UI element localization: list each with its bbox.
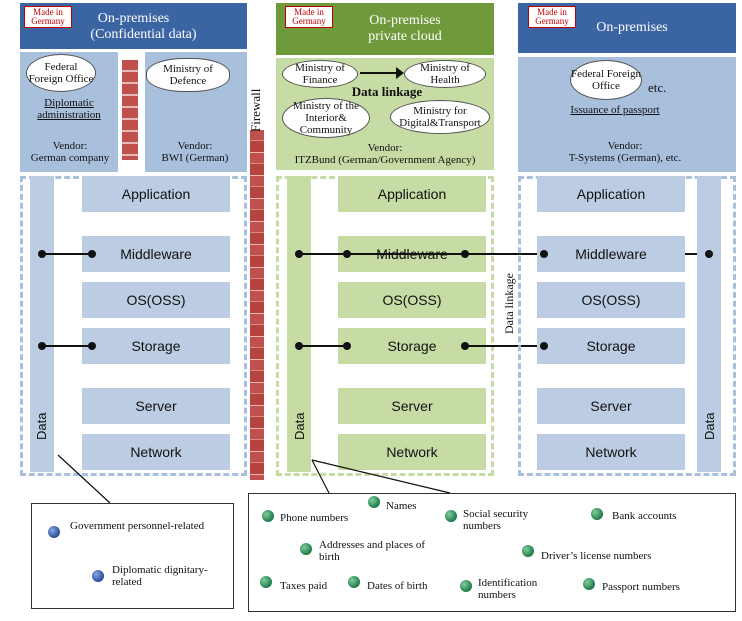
left-storage-link bbox=[42, 345, 92, 347]
legend-phone-numbers: Phone numbers bbox=[280, 512, 349, 524]
legend-social-security: Social security numbers bbox=[463, 508, 529, 532]
legend-taxes-paid: Taxes paid bbox=[280, 580, 328, 592]
left-middleware-dot-b bbox=[88, 250, 96, 258]
left-divider-wall bbox=[122, 60, 138, 160]
legend-addresses: Addresses and places of birth bbox=[319, 539, 425, 563]
right-layer-network: Network bbox=[537, 434, 685, 470]
vendor-tsystems-name: T-Systems (German), etc. bbox=[568, 152, 682, 164]
made-in-germany-tag-left: Made in Germany bbox=[24, 6, 72, 28]
ministry-of-health-oval: Ministry of Health bbox=[404, 60, 486, 88]
right-layer-middleware: Middleware bbox=[537, 236, 685, 272]
middle-layer-network: Network bbox=[338, 434, 486, 470]
legend-names: Names bbox=[386, 500, 417, 512]
legend-dates-of-birth: Dates of birth bbox=[367, 580, 428, 592]
right-layer-server: Server bbox=[537, 388, 685, 424]
vendor-tsystems-title: Vendor: bbox=[607, 140, 643, 152]
legend-ball-names bbox=[368, 496, 380, 508]
legend-diplomatic-dignitary: Diplomatic dignitary-related bbox=[112, 564, 208, 588]
left-layer-middleware: Middleware bbox=[82, 236, 230, 272]
middle-title-1: On-premises bbox=[369, 13, 441, 28]
vendor-left-name: German company bbox=[30, 152, 110, 164]
left-middleware-link bbox=[42, 253, 92, 255]
left-title-1: On-premises bbox=[97, 11, 170, 26]
right-federal-foreign-office-oval: Federal Foreign Office bbox=[570, 60, 642, 100]
cross-storage-link bbox=[465, 345, 545, 347]
left-layer-network: Network bbox=[82, 434, 230, 470]
ministry-of-interior-oval: Ministry of the Interior& Community bbox=[282, 98, 370, 138]
ministry-of-defence-oval: Ministry of Defence bbox=[146, 58, 230, 92]
legend-left-ball-2 bbox=[92, 570, 104, 582]
right-layer-application: Application bbox=[537, 176, 685, 212]
vendor-itzbund-label: Vendor: ITZBund (German/Government Agenc… bbox=[276, 142, 494, 166]
made-in-germany-tag-right: Made in Germany bbox=[528, 6, 576, 28]
right-middleware-dot-b bbox=[705, 250, 713, 258]
firewall-wall bbox=[250, 130, 264, 480]
vendor-itzbund-title: Vendor: bbox=[367, 142, 403, 154]
vendor-bwi-name: BWI (German) bbox=[161, 152, 229, 164]
right-layer-os: OS(OSS) bbox=[537, 282, 685, 318]
right-layer-storage: Storage bbox=[537, 328, 685, 364]
legend-ball-passport bbox=[583, 578, 595, 590]
federal-foreign-office-oval: Federal Foreign Office bbox=[26, 54, 96, 92]
made-in-germany-tag-middle: Made in Germany bbox=[285, 6, 333, 28]
vendor-itzbund-name: ITZBund (German/Government Agency) bbox=[294, 154, 476, 166]
vendor-bwi-title: Vendor: bbox=[177, 140, 213, 152]
vendor-tsystems-label: Vendor: T-Systems (German), etc. bbox=[530, 140, 720, 164]
middle-storage-dot-a bbox=[295, 342, 303, 350]
middle-layer-server: Server bbox=[338, 388, 486, 424]
arrow-head-icon bbox=[396, 67, 404, 79]
data-linkage-label: Data linkage bbox=[351, 84, 423, 99]
vendor-bwi-label: Vendor: BWI (German) bbox=[145, 140, 245, 164]
vendor-left-label: Vendor: German company bbox=[20, 140, 120, 164]
issuance-of-passport-label: Issuance of passport bbox=[570, 104, 660, 116]
legend-right-box bbox=[248, 493, 736, 612]
legend-passport-numbers: Passport numbers bbox=[602, 581, 680, 593]
legend-bank-accounts: Bank accounts bbox=[612, 510, 677, 522]
middle-middleware-link bbox=[299, 253, 469, 255]
legend-ball-addresses bbox=[300, 543, 312, 555]
middle-middleware-dot-a bbox=[295, 250, 303, 258]
legend-ball-identification bbox=[460, 580, 472, 592]
legend-identification: Identification numbers bbox=[478, 577, 538, 601]
diplomatic-administration-label: Diplomatic administration bbox=[37, 97, 101, 121]
etc-label: etc. bbox=[648, 80, 667, 95]
middle-data-column bbox=[287, 176, 311, 472]
legend-ball-social-security bbox=[445, 510, 457, 522]
middle-title-2: private cloud bbox=[368, 29, 442, 44]
right-title-1: On-premises bbox=[596, 20, 668, 35]
legend-left-box bbox=[31, 503, 234, 609]
legend-drivers-license: Driver’s license numbers bbox=[541, 550, 652, 562]
legend-ball-drivers bbox=[522, 545, 534, 557]
left-title-2: (Confidential data) bbox=[90, 27, 197, 42]
legend-ball-bank bbox=[591, 508, 603, 520]
middle-storage-link-left bbox=[299, 345, 349, 347]
finance-health-arrow bbox=[360, 72, 400, 74]
ministry-of-finance-oval: Ministry of Finance bbox=[282, 60, 358, 88]
vendor-left-title: Vendor: bbox=[52, 140, 88, 152]
left-middleware-dot-a bbox=[38, 250, 46, 258]
middle-layer-os: OS(OSS) bbox=[338, 282, 486, 318]
legend-left-ball-1 bbox=[48, 526, 60, 538]
left-storage-dot-b bbox=[88, 342, 96, 350]
left-layer-os: OS(OSS) bbox=[82, 282, 230, 318]
left-data-column bbox=[30, 176, 54, 472]
ministry-digital-transport-oval: Ministry for Digital&Transport bbox=[390, 100, 490, 134]
right-middleware-dot-a bbox=[540, 250, 548, 258]
middle-storage-dot-b bbox=[343, 342, 351, 350]
left-layer-application: Application bbox=[82, 176, 230, 212]
left-layer-storage: Storage bbox=[82, 328, 230, 364]
middle-middleware-dot-b bbox=[343, 250, 351, 258]
right-data-column bbox=[697, 176, 721, 472]
right-storage-dot-a bbox=[540, 342, 548, 350]
left-layer-server: Server bbox=[82, 388, 230, 424]
legend-government-personnel: Government personnel-related bbox=[70, 520, 205, 532]
legend-ball-dob bbox=[348, 576, 360, 588]
legend-ball-phone bbox=[262, 510, 274, 522]
middle-layer-application: Application bbox=[338, 176, 486, 212]
left-storage-dot-a bbox=[38, 342, 46, 350]
legend-ball-taxes bbox=[260, 576, 272, 588]
